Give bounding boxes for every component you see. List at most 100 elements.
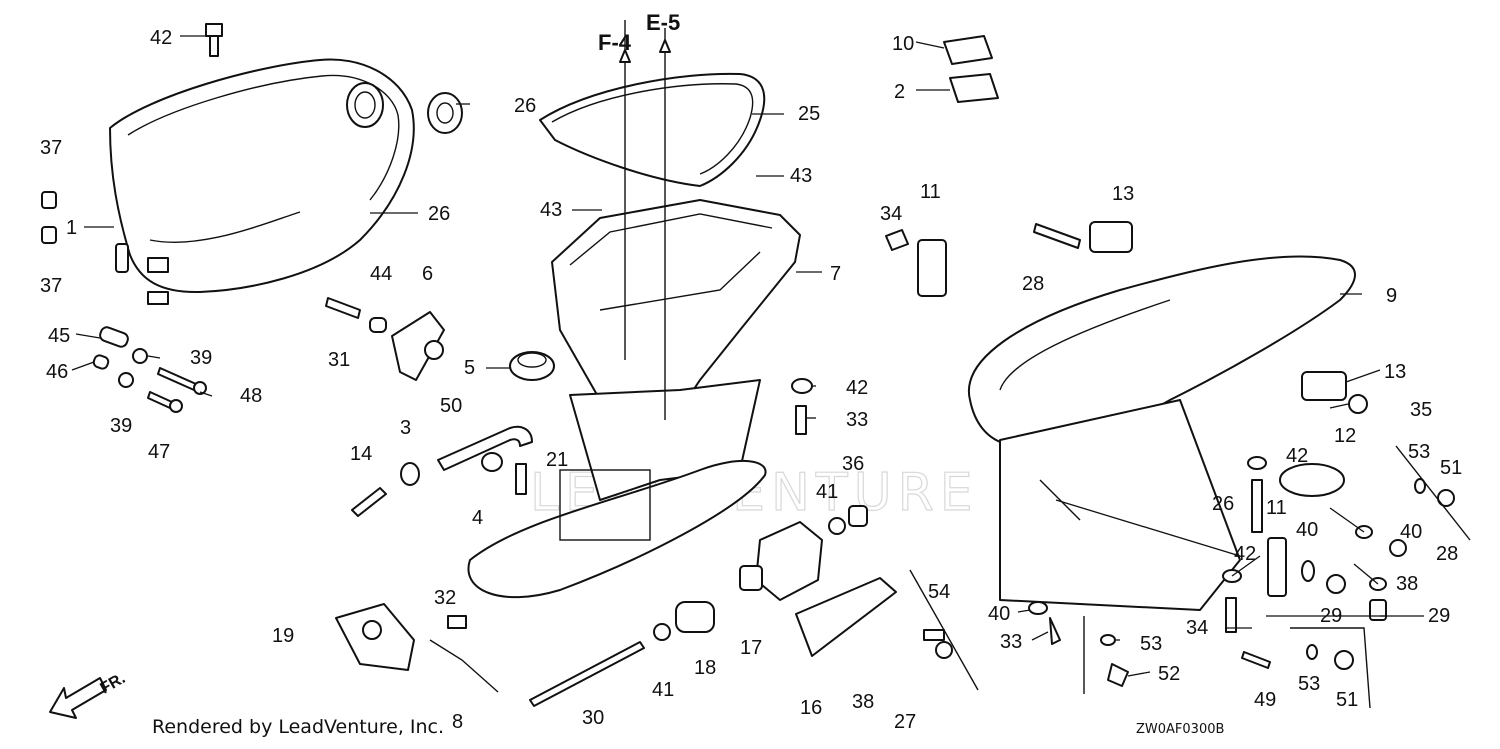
callout-23: 42 — [150, 27, 172, 49]
callout-26-right: 28 — [1436, 543, 1458, 565]
callout-53-top: 53 — [1408, 441, 1430, 463]
extension-case-drawing — [467, 20, 801, 599]
callout-17: 17 — [740, 637, 762, 659]
callout-24: 27 — [894, 711, 916, 733]
callout-40-left: 40 — [988, 603, 1010, 625]
mount-17-drawing — [739, 521, 823, 601]
callout-51-bottom: 51 — [1336, 689, 1358, 711]
callout-43-left: 43 — [540, 199, 562, 221]
callout-36: 36 — [842, 453, 864, 475]
callout-26-mid: 29 — [1320, 605, 1342, 627]
callout-15: 21 — [546, 449, 568, 471]
callout-42-lower: 42 — [1234, 543, 1256, 565]
front-direction-arrow: FR. — [49, 670, 128, 719]
callout-43-right: 43 — [790, 165, 812, 187]
callout-38-right: 38 — [1396, 573, 1418, 595]
callout-20: 25 — [798, 103, 820, 125]
callout-2: 2 — [894, 81, 905, 103]
callout-7: 8 — [452, 711, 463, 733]
callout-3-bottom: 4 — [472, 507, 483, 529]
drawing-code: ZW0AF0300B — [1136, 722, 1225, 737]
callout-41-mid: 41 — [816, 481, 838, 503]
callout-50: 50 — [440, 395, 462, 417]
callout-29: 29 — [1428, 605, 1450, 627]
callout-41-bottom: 41 — [652, 679, 674, 701]
callout-54: 54 — [928, 581, 950, 603]
pins-and-bolts-drawing — [92, 326, 207, 413]
callout-6: 6 — [422, 263, 433, 285]
callout-33-mid: 33 — [846, 409, 868, 431]
callout-27: 31 — [328, 349, 350, 371]
left-small-parts-drawing — [41, 191, 129, 273]
callout-13-right: 13 — [1384, 361, 1406, 383]
plate-16-drawing — [795, 577, 897, 657]
clamp-19-drawing — [335, 603, 499, 693]
callout-8: 9 — [1386, 285, 1397, 307]
callout-9: 10 — [892, 33, 914, 55]
callout-42-mid: 42 — [846, 377, 868, 399]
callout-51-top: 51 — [1440, 457, 1462, 479]
reference-label-e5: E-5 — [646, 10, 680, 35]
rendered-by-credit: Rendered by LeadVenture, Inc. — [152, 716, 445, 738]
callout-44: 44 — [370, 263, 392, 285]
bracket-6-drawing — [325, 297, 445, 381]
fittings-drawing — [351, 452, 527, 517]
callout-14: 14 — [350, 443, 372, 465]
gear-case-drawing — [967, 255, 1356, 611]
gasket-20-drawing — [539, 72, 766, 187]
callout-39-right: 39 — [190, 347, 212, 369]
callout-33-right: 34 — [1186, 617, 1208, 639]
callout-39-bottom: 39 — [110, 415, 132, 437]
callout-5: 5 — [464, 357, 475, 379]
callout-22: 26 — [514, 95, 536, 117]
callout-40-mid: 40 — [1296, 519, 1318, 541]
bolt-28-drawing — [1033, 221, 1368, 414]
callout-40-right: 40 — [1400, 521, 1422, 543]
bolt-54-drawing — [909, 569, 979, 691]
callout-48: 48 — [240, 385, 262, 407]
bolt-23-drawing — [205, 23, 223, 57]
callout-10: 11 — [920, 181, 941, 203]
callout-32: 33 — [1000, 631, 1022, 653]
callout-16: 16 — [800, 697, 822, 719]
right-small-parts-drawing — [1028, 445, 1471, 709]
callout-53-bottom: 53 — [1298, 673, 1320, 695]
washers-mid-drawing — [791, 378, 868, 535]
callout-42-right: 42 — [1286, 445, 1308, 467]
leader-lines — [71, 35, 1424, 677]
bracket-10-drawing — [885, 229, 947, 297]
callout-25: 26 — [1212, 493, 1234, 515]
hose-50-drawing — [437, 425, 533, 471]
callout-37-bottom: 37 — [40, 275, 62, 297]
callout-21: 26 — [428, 203, 450, 225]
callout-49: 49 — [1254, 689, 1276, 711]
callout-19: 19 — [272, 625, 294, 647]
callout-numbers: 42 37 1 37 26 26 45 46 39 39 48 47 44 6 … — [40, 27, 1462, 733]
callout-52: 52 — [1158, 663, 1180, 685]
callout-3-top: 3 — [400, 417, 411, 439]
callout-38-bottom: 38 — [852, 691, 874, 713]
callout-28: 28 — [1022, 273, 1044, 295]
callout-1: 1 — [66, 217, 77, 239]
reference-label-f4: F-4 — [598, 30, 632, 55]
reference-arrows — [619, 39, 671, 63]
callout-30: 30 — [582, 707, 604, 729]
grommet-22-drawing — [427, 92, 463, 134]
callout-37-top: 37 — [40, 137, 62, 159]
callout-53-mid: 53 — [1140, 633, 1162, 655]
callout-13-top: 13 — [1112, 183, 1134, 205]
callout-18: 18 — [694, 657, 716, 679]
callout-12: 12 — [1334, 425, 1356, 447]
callout-4: 7 — [830, 263, 841, 285]
callout-31: 32 — [434, 587, 456, 609]
callout-45: 45 — [48, 325, 70, 347]
callout-35: 34 — [880, 203, 902, 225]
callout-47: 47 — [148, 441, 170, 463]
under-cover-drawing — [109, 58, 415, 305]
callout-46: 46 — [46, 361, 68, 383]
grommet-5-drawing — [509, 351, 555, 381]
rod-30-drawing — [529, 601, 715, 707]
rubber-blocks-drawing — [943, 35, 999, 103]
callout-11: 11 — [1266, 497, 1287, 519]
